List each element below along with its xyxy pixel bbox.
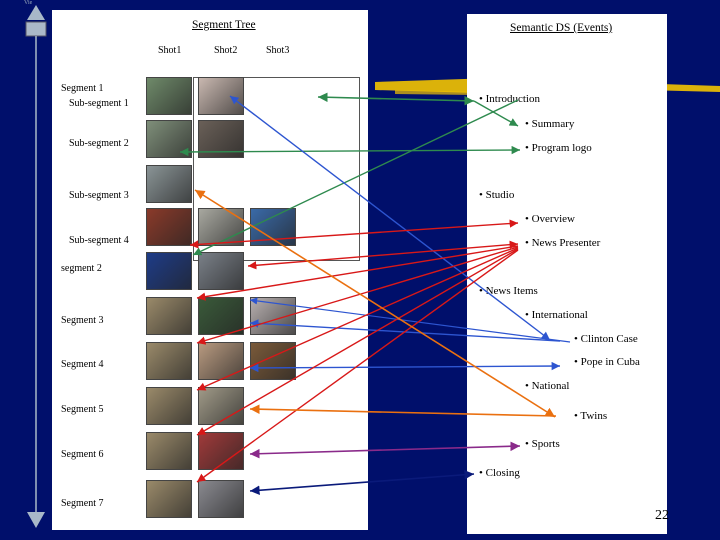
event-pope-in-cuba[interactable]: • Pope in Cuba xyxy=(574,356,640,368)
arrow-sub4-overview xyxy=(189,219,519,249)
arrow-seg5-twins xyxy=(249,404,557,417)
thumbnail-sub3-shot1[interactable] xyxy=(146,165,192,203)
top-label: Vie xyxy=(24,0,33,6)
row-sub-segment-4: Sub-segment 4 xyxy=(69,235,129,246)
thumbnail-seg4-shot1[interactable] xyxy=(146,342,192,380)
event-clinton-case[interactable]: • Clinton Case xyxy=(574,333,638,345)
arrow-sub2-program-logo xyxy=(179,145,521,157)
arrow-sub3-twins xyxy=(194,189,556,418)
thumbnail-seg5-shot1[interactable] xyxy=(146,387,192,425)
arrow-seg6-sports xyxy=(249,441,521,459)
arrow-seg4-pope-in-cuba xyxy=(249,361,561,373)
semantic-ds-title: Semantic DS (Events) xyxy=(510,22,613,34)
thumbnail-seg7-shot2[interactable] xyxy=(198,480,244,518)
row-segment-6: Segment 6 xyxy=(61,449,104,460)
arrow-seg5-news-presenter xyxy=(196,247,519,391)
thumbnail-seg2-shot1[interactable] xyxy=(146,252,192,290)
thumbnail-sub4-shot1[interactable] xyxy=(146,208,192,246)
row-segment-1: Segment 1 xyxy=(61,83,104,94)
thumbnail-seg1-shot1[interactable] xyxy=(146,77,192,115)
arrow-seg6-news-presenter xyxy=(196,248,519,436)
event-twins[interactable]: • Twins xyxy=(574,410,608,422)
row-segment-2: segment 2 xyxy=(61,263,102,274)
arrow-seg3-news-presenter xyxy=(196,245,519,301)
arrow-seg7-closing xyxy=(249,469,475,496)
row-segment-3: Segment 3 xyxy=(61,315,104,326)
shot-header-3: Shot3 xyxy=(266,45,290,56)
page-number: 22 xyxy=(655,508,669,523)
scroll-up-icon[interactable] xyxy=(27,5,45,20)
shot-header-1: Shot1 xyxy=(158,45,182,56)
arrow-seg2-news-presenter xyxy=(247,240,519,270)
thumbnail-seg6-shot2[interactable] xyxy=(198,432,244,470)
scroll-down-icon[interactable] xyxy=(27,512,45,528)
arrow-introduction-summary xyxy=(473,100,519,127)
thumbnail-seg6-shot1[interactable] xyxy=(146,432,192,470)
arrow-seg3-shot3-clinton-case xyxy=(249,297,571,343)
row-segment-5: Segment 5 xyxy=(61,404,104,415)
row-segment-7: Segment 7 xyxy=(61,498,104,509)
row-sub-segment-2: Sub-segment 2 xyxy=(69,138,129,149)
shot-header-2: Shot2 xyxy=(214,45,238,56)
row-segment-4: Segment 4 xyxy=(61,359,104,370)
thumbnail-seg3-shot1[interactable] xyxy=(146,297,192,335)
thumbnail-seg7-shot1[interactable] xyxy=(146,480,192,518)
vertical-scroll-widget[interactable] xyxy=(24,0,48,540)
event-closing[interactable]: • Closing xyxy=(479,467,520,479)
arrow-sub4-introduction xyxy=(192,99,519,256)
row-sub-segment-1: Sub-segment 1 xyxy=(69,98,129,109)
event-sports[interactable]: • Sports xyxy=(525,438,560,450)
arrow-segment1-introduction xyxy=(317,92,475,106)
row-sub-segment-3: Sub-segment 3 xyxy=(69,190,129,201)
segment-tree-title: Segment Tree xyxy=(192,19,256,31)
